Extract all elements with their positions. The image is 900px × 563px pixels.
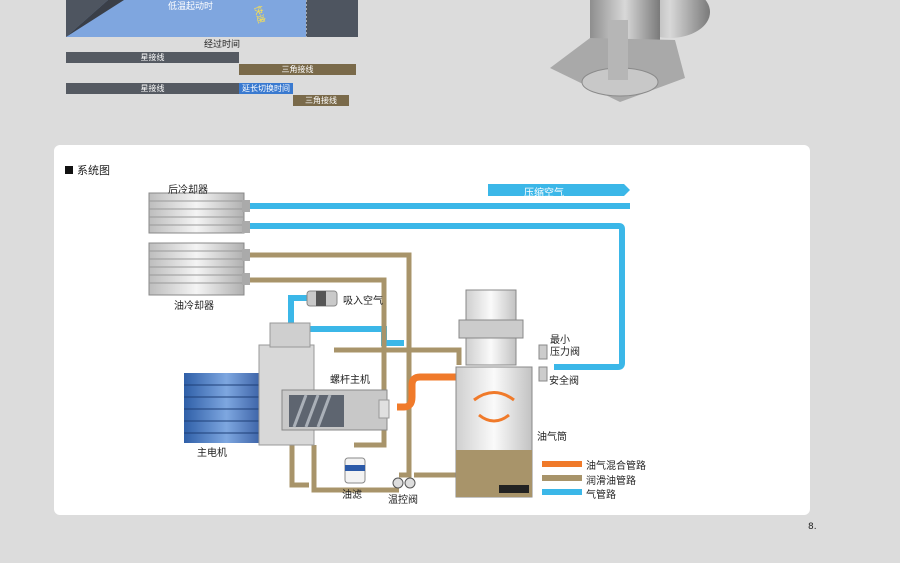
compressed-air-label: 压缩空气	[524, 188, 564, 199]
min-pressure-valve-icon	[538, 344, 548, 360]
legend-swatch-air	[542, 489, 582, 495]
legend-label-oil: 润滑油管路	[586, 476, 636, 487]
intake-air-label: 吸入空气	[343, 296, 383, 307]
mix-line	[397, 373, 456, 411]
oil-filter-label: 油滤	[342, 490, 362, 501]
min-pressure-valve-label-2: 压力阀	[550, 347, 580, 358]
min-pressure-valve-label-1: 最小	[550, 335, 570, 346]
legend-label-air: 气管路	[586, 490, 616, 501]
compressed-air-arrow	[488, 184, 630, 196]
thermostat-valve-icon	[392, 477, 416, 489]
thermostat-valve-label: 温控阀	[388, 495, 418, 506]
screw-airend-label: 螺杆主机	[330, 375, 370, 386]
row2-star-bar: 星接线	[66, 83, 239, 94]
row2-extended-bar: 延长切换时间	[239, 83, 293, 94]
elapsed-time-label: 经过时间	[204, 40, 241, 50]
separator-tank-icon	[455, 289, 533, 498]
air-lines	[244, 203, 630, 370]
oil-cooler-label: 油冷却器	[174, 301, 214, 312]
title-bullet	[65, 166, 73, 174]
low-temp-start-label: 低温起动时	[168, 2, 214, 12]
row2-delta-bar: 三角接线	[293, 95, 349, 106]
oil-cooler-icon	[148, 242, 250, 296]
system-diagram	[148, 184, 630, 498]
separator-tank-label: 油气筒	[537, 432, 567, 443]
page-number: 8.	[808, 522, 817, 532]
safety-valve-icon	[538, 366, 548, 382]
screw-airend-icon	[281, 389, 390, 431]
aftercooler-label: 后冷却器	[168, 185, 208, 196]
oil-filter-icon	[344, 457, 366, 484]
legend-swatch-oil	[542, 475, 582, 481]
aftercooler-icon	[148, 192, 250, 234]
legend-label-mix: 油气混合管路	[586, 461, 646, 472]
legend-swatch-mix	[542, 461, 582, 467]
system-diagram-title: 系统图	[77, 164, 110, 177]
valve-photo	[550, 0, 710, 102]
startup-graph	[66, 0, 358, 37]
main-motor-label: 主电机	[197, 448, 227, 459]
safety-valve-label: 安全阀	[549, 376, 579, 387]
intake-filter-icon	[306, 290, 338, 307]
row1-star-bar: 星接线	[66, 52, 239, 63]
row1-delta-bar: 三角接线	[239, 64, 356, 75]
